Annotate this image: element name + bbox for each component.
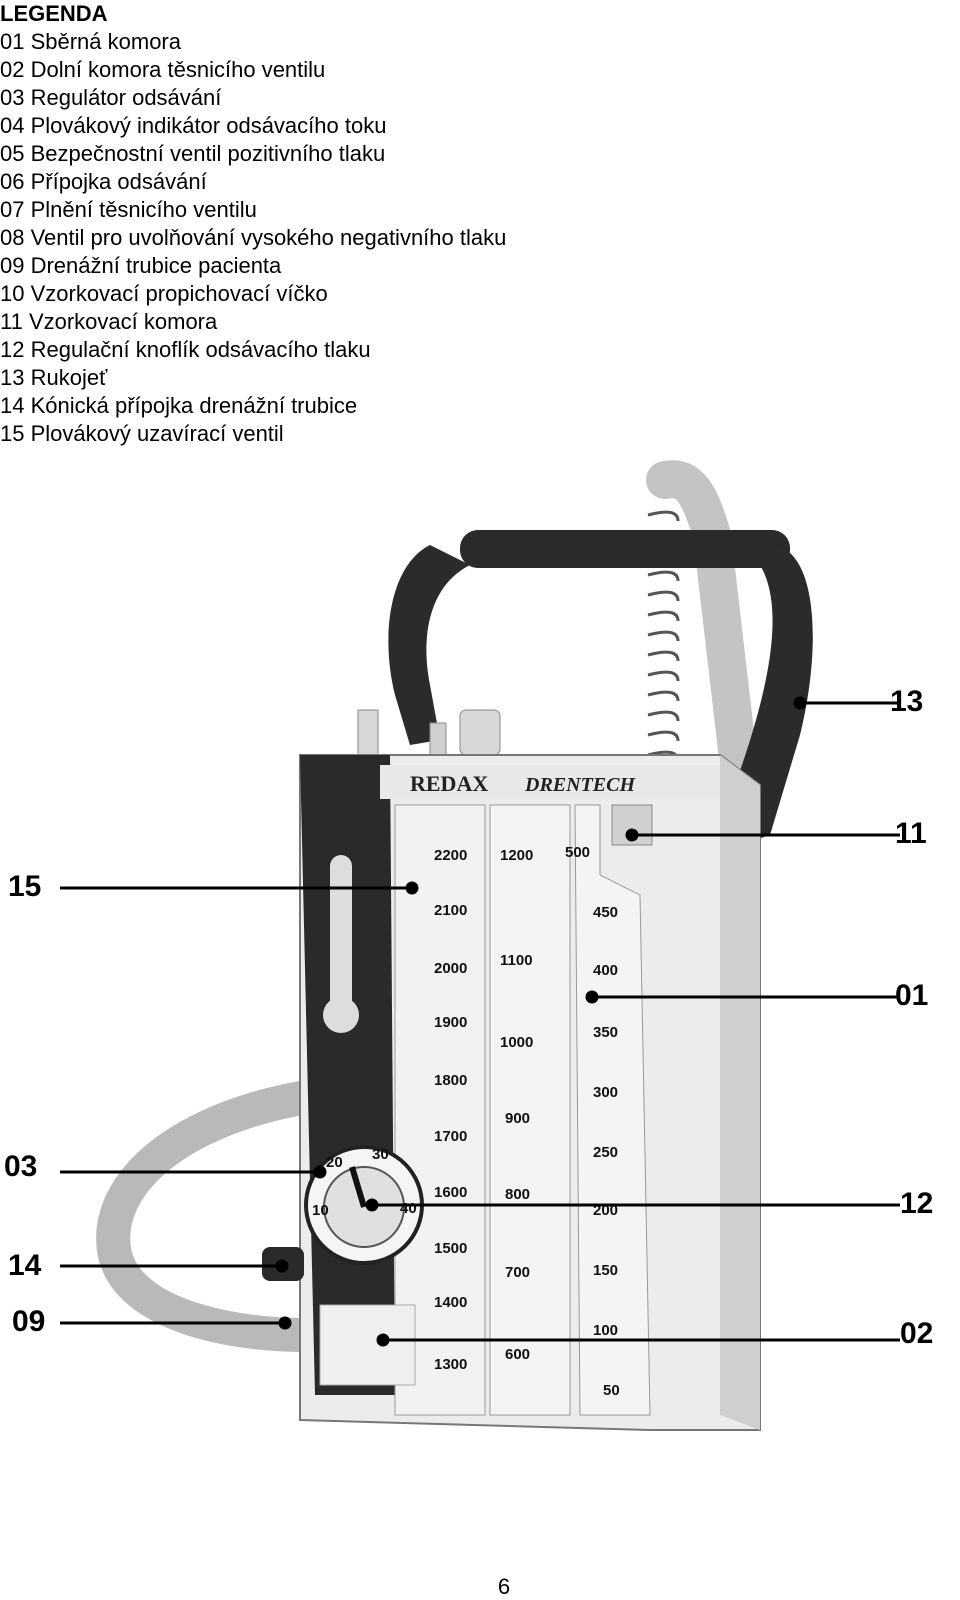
lower-chamber: [319, 1304, 416, 1386]
legend-item: 02 Dolní komora těsnicího ventilu: [0, 57, 326, 82]
carry-handle: [388, 530, 813, 845]
scale-middle-label: 1000: [500, 1034, 533, 1051]
scale-left-label: 2200: [434, 847, 467, 864]
scale-left-label: 1400: [434, 1294, 467, 1311]
drainage-tube: [96, 1078, 337, 1352]
scale-middle-label: 600: [505, 1346, 530, 1363]
legend-item: 09 Drenážní trubice pacienta: [0, 253, 282, 278]
callout-02: 02: [900, 1317, 934, 1350]
scale-middle-label: 900: [505, 1110, 530, 1127]
scale-right-label: 250: [593, 1144, 618, 1161]
scale-right-label: 400: [593, 962, 618, 979]
scale-left-label: 1600: [434, 1184, 467, 1201]
chamber-middle: [489, 804, 571, 1416]
legend-item: 15 Plovákový uzavírací ventil: [0, 421, 284, 446]
legend: LEGENDA 01 Sběrná komora 02 Dolní komora…: [0, 0, 506, 448]
legend-item: 11 Vzorkovací komora: [0, 309, 218, 334]
legend-item: 13 Rukojeť: [0, 365, 108, 390]
legend-item: 05 Bezpečnostní ventil pozitivního tlaku: [0, 141, 386, 166]
scale-left-label: 1800: [434, 1072, 467, 1089]
legend-item: 08 Ventil pro uvolňování vysokého negati…: [0, 225, 507, 250]
brand-logo: REDAX: [410, 771, 488, 796]
top-connector: [429, 722, 447, 756]
legend-item: 01 Sběrná komora: [0, 29, 181, 54]
callout-12: 12: [900, 1187, 934, 1220]
scale-left-label: 1300: [434, 1356, 467, 1373]
scale-middle-label: 700: [505, 1264, 530, 1281]
dial-number: 30: [372, 1146, 389, 1163]
knob-pointer: [349, 1166, 367, 1208]
scale-middle-label: 1100: [500, 952, 533, 969]
legend-item: 04 Plovákový indikátor odsávacího toku: [0, 113, 387, 138]
sampling-window: [611, 804, 653, 846]
legend-list: 01 Sběrná komora 02 Dolní komora těsnicí…: [0, 28, 506, 448]
legend-item: 07 Plnění těsnicího ventilu: [0, 197, 257, 222]
scale-right-label: 50: [603, 1382, 620, 1399]
drainage-unit-figure: REDAX DRENTECH 2200 2100 2000 1900 1800 …: [0, 455, 960, 1495]
callout-13: 13: [890, 685, 924, 718]
legend-title: LEGENDA: [0, 1, 108, 26]
product-logo: DRENTECH: [524, 774, 636, 796]
callout-11: 11: [895, 817, 927, 850]
scale-right-label: 500: [565, 844, 590, 861]
top-connector: [459, 709, 501, 756]
float-valve-tube: [330, 855, 352, 1025]
scale-right-label: 100: [593, 1322, 618, 1339]
legend-item: 14 Kónická přípojka drenážní trubice: [0, 393, 358, 418]
callout-14: 14: [8, 1249, 42, 1282]
scale-left-label: 1900: [434, 1014, 467, 1031]
scale-middle-label: 800: [505, 1186, 530, 1203]
scale-middle-label: 1200: [500, 847, 533, 864]
scale-left-label: 2000: [434, 960, 467, 977]
callout-09: 09: [12, 1305, 46, 1338]
callout-15: 15: [8, 870, 42, 903]
dial-number: 40: [400, 1200, 417, 1217]
scale-left-label: 1700: [434, 1128, 467, 1145]
float-valve-bulb: [323, 997, 359, 1033]
dial-number: 10: [312, 1202, 329, 1219]
legend-item: 06 Přípojka odsávání: [0, 169, 207, 194]
upright-tube: [646, 460, 759, 794]
legend-item: 12 Regulační knoflík odsávacího tlaku: [0, 337, 371, 362]
side-panel: [720, 755, 760, 1430]
dial-number: 20: [326, 1154, 343, 1171]
scale-left-label: 2100: [434, 902, 467, 919]
chamber-right: [574, 804, 651, 1416]
page-number: 6: [497, 1574, 511, 1599]
legend-item: 10 Vzorkovací propichovací víčko: [0, 281, 328, 306]
front-panel: [300, 755, 395, 1395]
top-connector: [357, 709, 379, 756]
scale-right-label: 300: [593, 1084, 618, 1101]
scale-right-label: 450: [593, 904, 618, 921]
callout-01: 01: [895, 979, 929, 1012]
scale-right-label: 350: [593, 1024, 618, 1041]
drainage-unit-drawing: REDAX DRENTECH 2200 2100 2000 1900 1800 …: [60, 460, 900, 1431]
scale-right-label: 150: [593, 1262, 618, 1279]
scale-left-label: 1500: [434, 1240, 467, 1257]
legend-item: 03 Regulátor odsávání: [0, 85, 222, 110]
callout-03: 03: [4, 1150, 38, 1183]
brand-bar: [380, 765, 720, 799]
